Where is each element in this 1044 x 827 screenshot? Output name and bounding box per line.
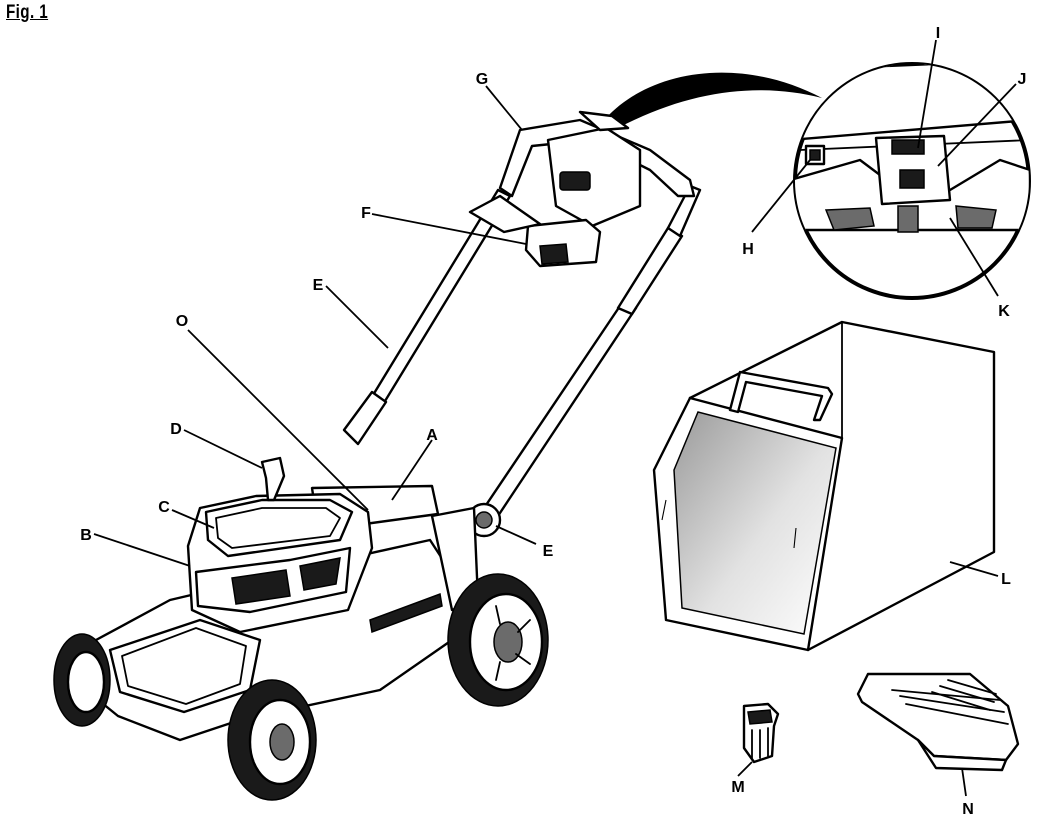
inset-magnified-controls xyxy=(793,62,1031,300)
label-j: J xyxy=(1018,71,1027,88)
grass-bag xyxy=(652,320,996,652)
mower-handle xyxy=(342,110,702,538)
label-h: H xyxy=(742,241,754,258)
label-d: D xyxy=(170,421,182,438)
leader-lines xyxy=(93,39,1017,797)
label-l: L xyxy=(1001,571,1011,588)
wheel-front-right xyxy=(227,679,317,801)
label-a: A xyxy=(426,427,438,444)
label-g: G xyxy=(476,71,488,88)
wheel-rear-right xyxy=(447,573,549,707)
label-e-upper: E xyxy=(313,277,324,294)
label-n: N xyxy=(962,801,974,818)
label-m: M xyxy=(731,779,744,796)
zoom-callout-arc xyxy=(606,72,822,128)
label-e-lower: E xyxy=(543,543,554,560)
label-k: K xyxy=(998,303,1010,320)
figure-title: Fig. 1 xyxy=(6,2,49,23)
wheel-front-left xyxy=(53,633,111,727)
label-o: O xyxy=(176,313,188,330)
label-b: B xyxy=(80,527,92,544)
label-c: C xyxy=(158,499,170,516)
label-f: F xyxy=(361,205,371,222)
label-i: I xyxy=(936,25,940,42)
mulching-plug xyxy=(856,672,1020,772)
mower-deck xyxy=(84,456,480,742)
safety-key xyxy=(742,702,780,764)
callout-labels: A B C D E E F G H I J K L M N O xyxy=(80,25,1026,818)
